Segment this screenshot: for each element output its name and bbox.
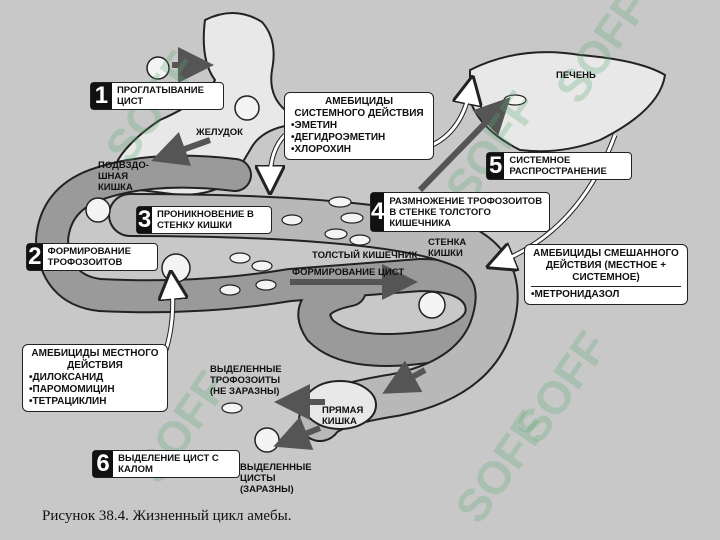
step-1-number: 1 [91, 82, 112, 109]
step-2-number: 2 [27, 243, 43, 270]
step-5-number: 5 [487, 152, 505, 179]
step-3: 3 ПРОНИКНОВЕНИЕ В СТЕНКУ КИШКИ [136, 206, 272, 234]
flow-arrows [151, 47, 511, 451]
trophozoites-group [219, 94, 527, 414]
drugs-systemic-title: АМЕБИЦИДЫ СИСТЕМНОГО ДЕЙСТВИЯ [294, 96, 424, 119]
drugs-local-box: АМЕБИЦИДЫ МЕСТНОГО ДЕЙСТВИЯ •ДИЛОКСАНИД … [22, 344, 168, 412]
step-6: 6 ВЫДЕЛЕНИЕ ЦИСТ С КАЛОМ [92, 450, 240, 478]
label-colon: ТОЛСТЫЙ КИШЕЧНИК [312, 250, 418, 261]
step-3-number: 3 [137, 206, 152, 233]
drugs-mixed-box: АМЕБИЦИДЫ СМЕШАННОГО ДЕЙСТВИЯ (МЕСТНОЕ +… [524, 244, 688, 305]
drugs-local-item: •ТЕТРАЦИКЛИН [29, 396, 107, 407]
label-rectum: ПРЯМАЯ КИШКА [322, 405, 364, 427]
label-liver: ПЕЧЕНЬ [556, 70, 596, 81]
cyst-stomach [234, 95, 260, 121]
step-2: 2 ФОРМИРОВАНИЕ ТРОФОЗОИТОВ [26, 243, 158, 271]
drugs-systemic-item: •ЭМЕТИН [291, 120, 338, 131]
step-2-text: ФОРМИРОВАНИЕ ТРОФОЗОИТОВ [47, 246, 131, 268]
step-6-number: 6 [93, 450, 114, 477]
step-5: 5 СИСТЕМНОЕ РАСПРОСТРАНЕНИЕ [486, 152, 632, 180]
step-4: 4 РАЗМНОЖЕНИЕ ТРОФОЗОИТОВ В СТЕНКЕ ТОЛСТ… [370, 192, 550, 232]
label-cyst-formation: ФОРМИРОВАНИЕ ЦИСТ [292, 267, 405, 278]
drugs-systemic-item: •ХЛОРОХИН [291, 144, 351, 155]
figure-caption: Рисунок 38.4. Жизненный цикл амебы. [42, 508, 292, 524]
cyst-swallowed [146, 56, 170, 80]
drugs-mixed-title: АМЕБИЦИДЫ СМЕШАННОГО ДЕЙСТВИЯ (МЕСТНОЕ +… [533, 248, 679, 283]
step-3-text: ПРОНИКНОВЕНИЕ В СТЕНКУ КИШКИ [156, 209, 254, 231]
step-1: 1 ПРОГЛАТЫВАНИЕ ЦИСТ [90, 82, 224, 110]
drugs-mixed-item: •МЕТРОНИДАЗОЛ [531, 286, 681, 301]
cyst-small-intestine [85, 197, 111, 223]
cyst-excreted [254, 427, 280, 453]
step-4-text: РАЗМНОЖЕНИЕ ТРОФОЗОИТОВ В СТЕНКЕ ТОЛСТОГ… [389, 195, 543, 229]
label-gut-wall: СТЕНКА КИШКИ [428, 237, 467, 259]
drugs-local-item: •ПАРОМОМИЦИН [29, 384, 115, 395]
label-stomach: ЖЕЛУДОК [196, 127, 243, 138]
cyst-colon [418, 291, 446, 319]
drugs-systemic-item: •ДЕГИДРОЭМЕТИН [291, 132, 386, 143]
label-excreted-trophozoites: ВЫДЕЛЕННЫЕ ТРОФОЗОИТЫ (НЕ ЗАРАЗНЫ) [210, 364, 282, 397]
step-5-text: СИСТЕМНОЕ РАСПРОСТРАНЕНИЕ [509, 155, 607, 177]
cyst-forming [161, 253, 191, 283]
drugs-systemic-box: АМЕБИЦИДЫ СИСТЕМНОГО ДЕЙСТВИЯ •ЭМЕТИН •Д… [284, 92, 434, 160]
step-1-text: ПРОГЛАТЫВАНИЕ ЦИСТ [116, 85, 204, 107]
label-small-intestine: ПОДВЗДО-ШНАЯ КИШКА [98, 160, 149, 193]
drugs-local-title: АМЕБИЦИДЫ МЕСТНОГО ДЕЙСТВИЯ [31, 348, 159, 371]
liver-shape [469, 51, 667, 153]
label-excreted-cysts: ВЫДЕЛЕННЫЕ ЦИСТЫ (ЗАРАЗНЫ) [240, 462, 312, 495]
step-4-number: 4 [371, 193, 385, 231]
drugs-local-item: •ДИЛОКСАНИД [29, 372, 104, 383]
step-6-text: ВЫДЕЛЕНИЕ ЦИСТ С КАЛОМ [118, 453, 219, 475]
